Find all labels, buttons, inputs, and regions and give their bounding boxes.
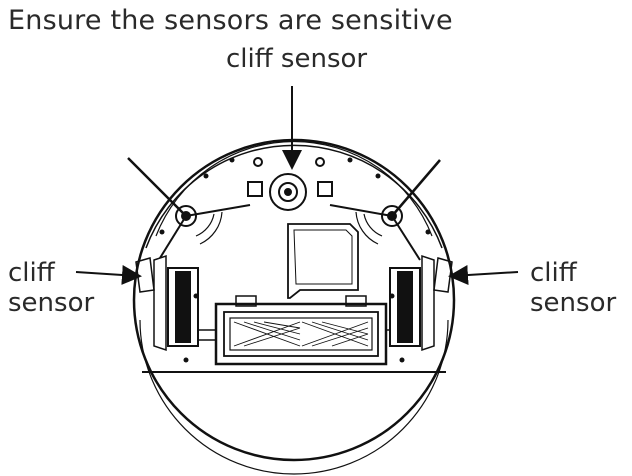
robot-outer-shell [132,138,456,462]
left-sensor-arrow [75,264,142,285]
left-drive-wheel [167,267,199,347]
right-side-brush-bristle [391,159,441,217]
front-right-sensor-window [317,181,333,197]
front-left-sensor-window [247,181,263,197]
left-side-brush-bristle [127,157,187,217]
main-roller-brush [229,317,373,351]
right-cliff-sensor-label: cliff sensor [530,258,616,318]
left-cliff-sensor-label: cliff sensor [8,258,94,318]
diagram-heading: Ensure the sensors are sensitive [8,5,453,36]
battery-cover [287,223,359,299]
robot-bumper-inner [145,144,443,249]
right-label-line-1: cliff [530,258,577,288]
screw-dots [159,157,431,363]
right-side-brush-hub [381,205,403,227]
right-sensor-arrow [448,265,519,286]
right-label-line-2: sensor [530,288,617,318]
top-cliff-sensor-label: cliff sensor [226,44,368,74]
left-label-line-2: sensor [8,288,95,318]
right-drive-wheel [389,267,421,347]
front-caster-wheel [269,173,307,211]
left-label-line-1: cliff [8,258,55,288]
left-side-brush-hub [175,205,197,227]
main-brush-housing [214,302,388,366]
roller-bristle-pattern [233,321,369,347]
